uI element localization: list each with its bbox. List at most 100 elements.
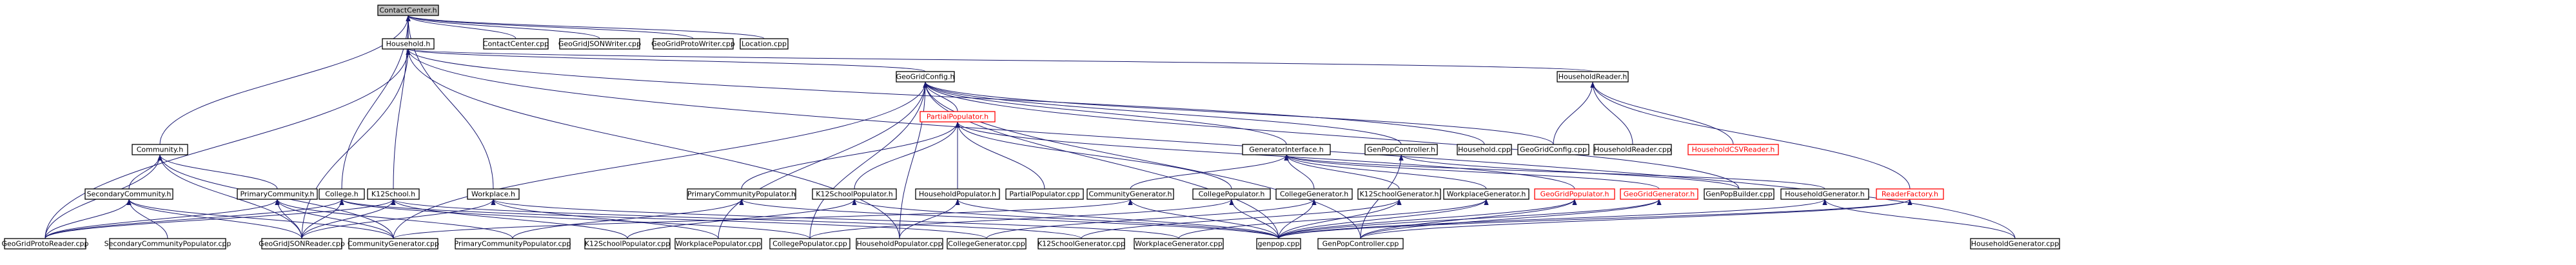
node-geo-grid-config-h[interactable]: GeoGridConfig.h — [896, 71, 955, 83]
node-box — [1704, 188, 1775, 200]
edge-geo-grid-proto-reader-cpp-to-household-h — [44, 48, 411, 239]
node-label: SecondaryCommunity.h — [87, 190, 172, 199]
node-label: HouseholdReader.h — [1558, 73, 1627, 81]
node-household-generator-h[interactable]: HouseholdGenerator.h — [1780, 188, 1869, 200]
node-household-csvreader-h[interactable]: HouseholdCSVReader.h — [1687, 144, 1779, 155]
node-household-generator-cpp[interactable]: HouseholdGenerator.cpp — [1970, 238, 2060, 250]
edge-genpop-cpp-to-geo-grid-populator-h — [1278, 199, 1577, 239]
node-label: GeoGridJSONWriter.cpp — [558, 40, 641, 48]
edge-gen-pop-builder-cpp-to-geo-grid-config-h — [923, 81, 1740, 190]
node-label: GeoGridProtoReader.cpp — [1, 240, 88, 248]
node-gen-pop-controller-cpp[interactable]: GenPopController.cpp — [1317, 238, 1404, 250]
node-k12-school-generator-cpp[interactable]: K12SchoolGenerator.cpp — [1037, 238, 1125, 250]
node-household-h[interactable]: Household.h — [382, 38, 435, 50]
edge-genpop-cpp-to-k12-school-generator-h — [1278, 199, 1402, 239]
node-geo-grid-jsonwriter-cpp[interactable]: GeoGridJSONWriter.cpp — [558, 38, 641, 50]
node-primary-community-h[interactable]: PrimaryCommunity.h — [237, 188, 318, 200]
node-workplace-populator-cpp[interactable]: WorkplacePopulator.cpp — [674, 238, 762, 250]
node-primary-community-populator-h[interactable]: PrimaryCommunityPopulator.h — [687, 188, 796, 200]
edge-workplace-generator-cpp-to-workplace-generator-h — [1178, 199, 1489, 239]
node-workplace-generator-h[interactable]: WorkplaceGenerator.h — [1443, 188, 1529, 200]
node-label: K12SchoolGenerator.cpp — [1037, 240, 1125, 248]
node-household-cpp[interactable]: Household.cpp — [1457, 144, 1512, 155]
node-college-generator-h[interactable]: CollegeGenerator.h — [1275, 188, 1353, 200]
node-community-generator-h[interactable]: CommunityGenerator.h — [1086, 188, 1174, 200]
node-college-populator-h[interactable]: CollegePopulator.h — [1192, 188, 1271, 200]
edges-layer — [44, 15, 2016, 239]
node-geo-grid-proto-reader-cpp[interactable]: GeoGridProtoReader.cpp — [1, 238, 89, 250]
node-geo-grid-generator-h[interactable]: GeoGridGenerator.h — [1620, 188, 1698, 200]
node-label: GeoGridProtoWriter.cpp — [651, 40, 735, 48]
edge-gen-pop-controller-h-to-geo-grid-config-h — [923, 81, 1402, 145]
edge-genpop-cpp-to-household-populator-h — [955, 199, 1279, 239]
node-college-h[interactable]: College.h — [319, 188, 365, 200]
edge-college-populator-cpp-to-college-h — [339, 199, 811, 239]
node-geo-grid-populator-h[interactable]: GeoGridPopulator.h — [1534, 188, 1615, 200]
node-label: HouseholdPopulator.h — [919, 190, 996, 199]
node-box — [1970, 238, 2060, 250]
edge-primary-community-populator-cpp-to-primary-community-populator-h — [512, 199, 744, 239]
node-partial-populator-cpp[interactable]: PartialPopulator.cpp — [1005, 188, 1084, 200]
node-secondary-community-h[interactable]: SecondaryCommunity.h — [84, 188, 173, 200]
node-geo-grid-proto-writer-cpp[interactable]: GeoGridProtoWriter.cpp — [651, 38, 735, 50]
node-community-generator-cpp[interactable]: CommunityGenerator.cpp — [348, 238, 439, 250]
node-k12-school-generator-h[interactable]: K12SchoolGenerator.h — [1357, 188, 1441, 200]
edge-community-generator-cpp-to-primary-community-h — [275, 199, 394, 239]
edge-genpop-cpp-to-geo-grid-generator-h — [1278, 199, 1662, 239]
edge-geo-grid-jsonreader-cpp-to-household-h — [301, 48, 411, 239]
node-household-populator-cpp[interactable]: HouseholdPopulator.cpp — [856, 238, 943, 250]
node-contact-center-h[interactable]: ContactCenter.h — [377, 5, 439, 16]
node-label: WorkplaceGenerator.cpp — [1135, 240, 1223, 248]
node-box — [4, 238, 86, 250]
node-label: ReaderFactory.h — [1882, 190, 1938, 199]
node-primary-community-populator-cpp[interactable]: PrimaryCommunityPopulator.cpp — [455, 238, 571, 250]
edge-geo-grid-proto-reader-cpp-to-primary-community-h — [44, 199, 280, 239]
node-label: PrimaryCommunity.h — [240, 190, 314, 199]
node-geo-grid-jsonreader-cpp[interactable]: GeoGridJSONReader.cpp — [259, 238, 345, 250]
edge-primary-community-h-to-community-h — [157, 154, 278, 190]
node-location-cpp[interactable]: Location.cpp — [740, 38, 789, 50]
node-k12-school-populator-cpp[interactable]: K12SchoolPopulator.cpp — [584, 238, 671, 250]
node-genpop-cpp[interactable]: genpop.cpp — [1256, 238, 1301, 250]
edge-household-cpp-to-household-h — [406, 48, 1485, 145]
node-generator-interface-h[interactable]: GeneratorInterface.h — [1242, 144, 1331, 155]
edge-community-generator-h-to-generator-interface-h — [1130, 154, 1289, 190]
node-label: PartialPopulator.cpp — [1009, 190, 1079, 199]
node-household-populator-h[interactable]: HouseholdPopulator.h — [915, 188, 1000, 200]
edge-household-generator-cpp-to-household-generator-h — [1822, 199, 2016, 239]
node-box — [1275, 188, 1353, 200]
node-box — [812, 188, 897, 200]
node-label: CollegePopulator.h — [1199, 190, 1265, 199]
node-household-reader-h[interactable]: HouseholdReader.h — [1557, 71, 1629, 83]
node-k12-school-populator-h[interactable]: K12SchoolPopulator.h — [812, 188, 897, 200]
node-gen-pop-controller-h[interactable]: GenPopController.h — [1364, 144, 1438, 155]
edge-geo-grid-config-cpp-to-geo-grid-config-h — [923, 81, 1554, 145]
node-secondary-community-populator-cpp[interactable]: SecondaryCommunityPopulator.cpp — [104, 238, 231, 250]
node-workplace-h[interactable]: Workplace.h — [467, 188, 520, 200]
node-box — [1357, 188, 1441, 200]
node-k12-school-h[interactable]: K12School.h — [367, 188, 420, 200]
node-label: GeoGridConfig.h — [896, 73, 955, 81]
node-college-generator-cpp[interactable]: CollegeGenerator.cpp — [947, 238, 1027, 250]
edge-geo-grid-jsonreader-cpp-to-community-h — [157, 154, 302, 239]
node-gen-pop-builder-cpp[interactable]: GenPopBuilder.cpp — [1704, 188, 1775, 200]
node-label: Community.h — [137, 146, 184, 154]
node-reader-factory-h[interactable]: ReaderFactory.h — [1876, 188, 1944, 200]
edge-geo-grid-populator-h-to-partial-populator-h — [955, 121, 1575, 190]
node-contact-center-cpp[interactable]: ContactCenter.cpp — [483, 38, 549, 50]
edge-geo-grid-config-cpp-to-household-reader-h — [1553, 81, 1595, 145]
node-label: GenPopBuilder.cpp — [1706, 190, 1773, 199]
node-workplace-generator-cpp[interactable]: WorkplaceGenerator.cpp — [1134, 238, 1224, 250]
node-label: College.h — [325, 190, 359, 199]
node-community-h[interactable]: Community.h — [132, 144, 188, 155]
node-geo-grid-config-cpp[interactable]: GeoGridConfig.cpp — [1517, 144, 1589, 155]
node-college-populator-cpp[interactable]: CollegePopulator.cpp — [769, 238, 850, 250]
edge-college-populator-h-to-partial-populator-h — [955, 121, 1232, 190]
node-household-reader-cpp[interactable]: HouseholdReader.cpp — [1593, 144, 1672, 155]
node-box — [132, 144, 188, 155]
node-partial-populator-h[interactable]: PartialPopulator.h — [919, 111, 996, 123]
node-label: WorkplacePopulator.cpp — [676, 240, 761, 248]
edge-generator-interface-h-to-geo-grid-config-h — [923, 81, 1287, 145]
node-label: HouseholdReader.cpp — [1594, 146, 1671, 154]
